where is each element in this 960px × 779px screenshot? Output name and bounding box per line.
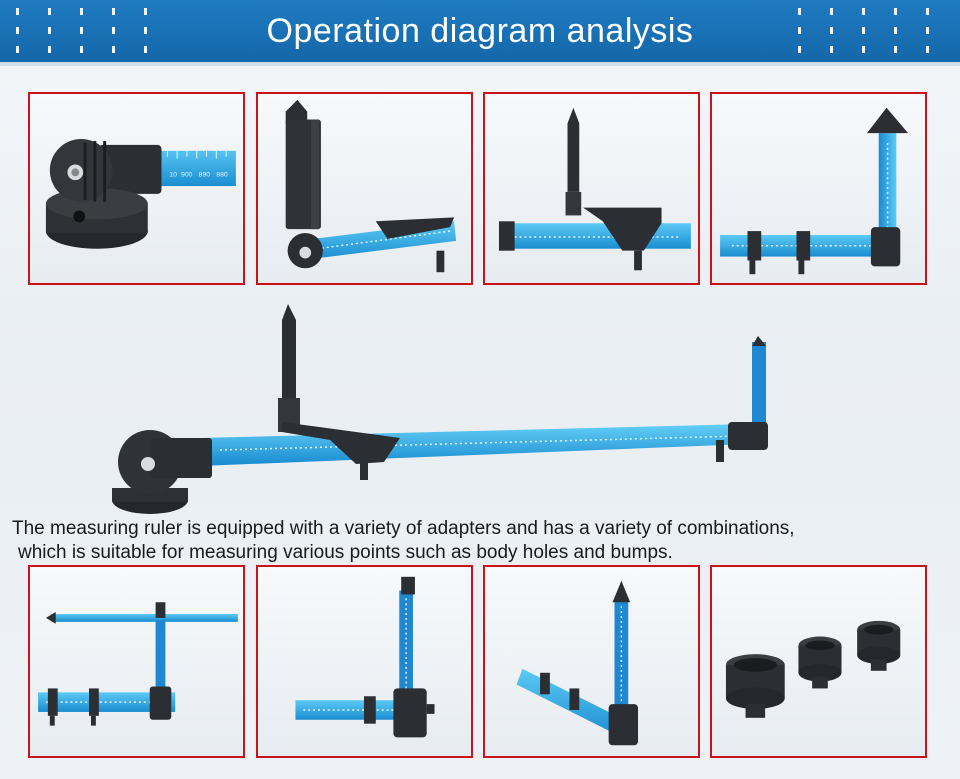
caption-line-1: The measuring ruler is equipped with a v… [12,518,795,539]
t-extension-image [38,602,238,726]
cup-adapter-medium [798,636,842,689]
cone-upright-image [720,107,909,275]
ruler-scale-label: 900 [181,171,193,178]
offset-pin-image [498,107,691,271]
angled-cone-image [516,580,639,746]
vertical-pin-image [285,99,457,273]
main-assembly-image [0,290,960,520]
photo-panel-cone-upright [710,92,927,285]
ruler-scale-label: 10 [169,171,177,178]
ruler-scale-label: 880 [216,171,228,178]
cup-adapter-large [725,654,785,718]
full-ruler-assembly [112,304,768,514]
header-dot-pattern-right [796,0,946,62]
caption-line-2: which is suitable for measuring various … [18,542,673,563]
photo-panel-vertical-pin [256,92,473,285]
description-caption: The measuring ruler is equipped with a v… [12,517,952,565]
pivot-base-image: 10 900 890 880 [45,139,236,249]
photo-panel-tall-upright [256,565,473,758]
header-underline [0,62,960,66]
cup-adapter-small [857,620,901,671]
photo-panel-cup-adapters [710,565,927,758]
photo-panel-offset-pin [483,92,700,285]
page-title: Operation diagram analysis [266,12,694,50]
cup-adapters-image [725,620,901,718]
photo-panel-t-extension [28,565,245,758]
header-banner: Operation diagram analysis [0,0,960,62]
header-dot-pattern-left [14,0,164,62]
photo-panel-pivot-base: 10 900 890 880 [28,92,245,285]
ruler-scale-label: 890 [199,171,211,178]
photo-panel-angled-cone [483,565,700,758]
tall-upright-image [295,576,435,738]
